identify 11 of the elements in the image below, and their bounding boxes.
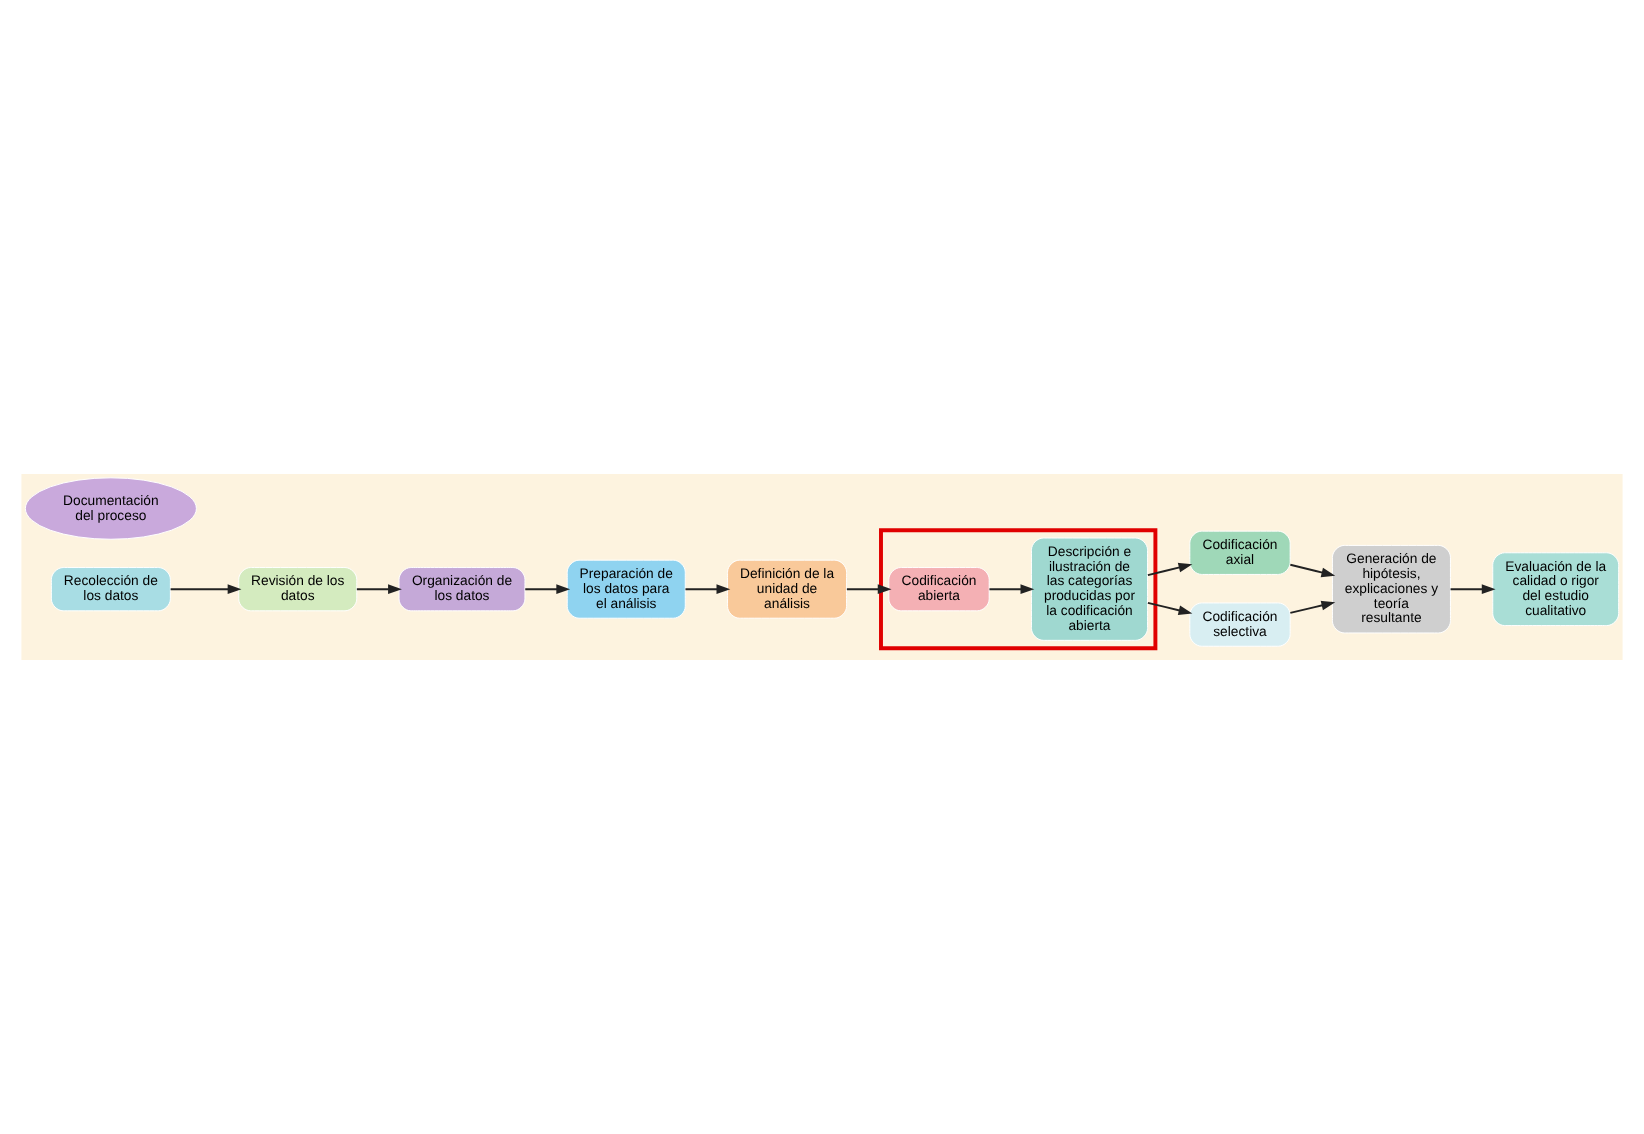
arrow [988,584,1035,594]
arrow [524,584,571,594]
arrow [1449,584,1496,594]
arrow [684,584,731,594]
arrow [845,584,892,594]
arrow [1289,563,1336,578]
arrow [169,584,242,594]
arrow [1146,562,1193,577]
arrow [355,584,402,594]
arrow [1146,601,1193,615]
arrow [1289,600,1336,614]
